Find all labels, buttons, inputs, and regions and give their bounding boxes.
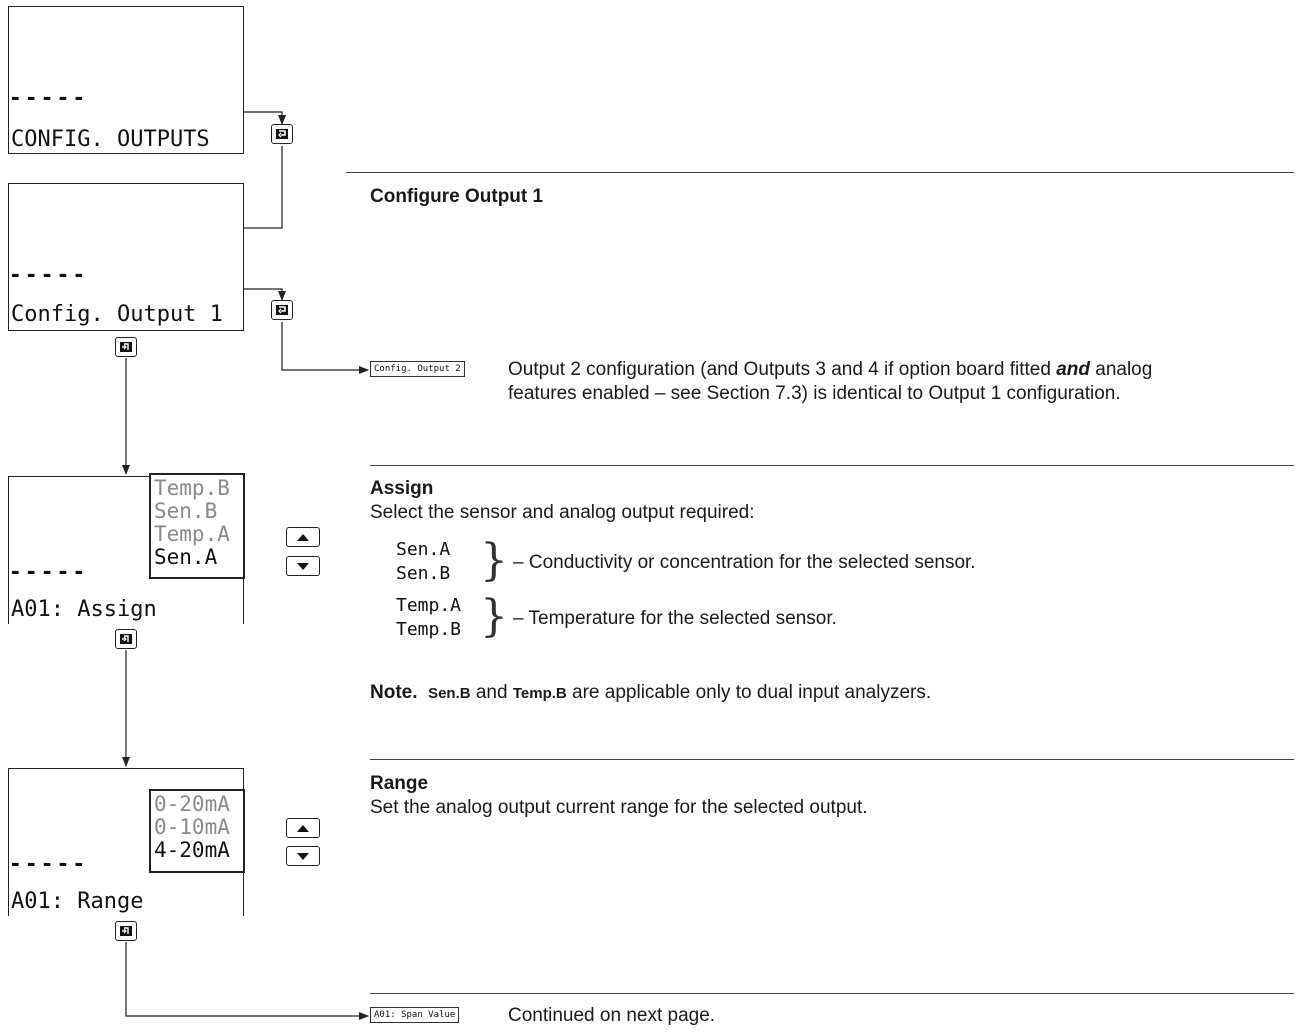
enter-key-icon[interactable] [115,921,137,941]
range-description: Set the analog output current range for … [370,797,868,818]
lcd-dashes: - - - - - [11,555,84,585]
lcd-dashes: - - - - - [11,847,84,877]
connector-2 [244,146,283,229]
span-continued-text: Continued on next page. [508,1005,716,1026]
assign-intro: Select the sensor and analog output requ… [370,502,755,523]
note-text: and [470,682,513,703]
lcd-label: A01: Assign [11,597,157,622]
output2-emphasis: and [1056,359,1090,380]
option-4-20ma[interactable]: 4-20mA [154,838,230,862]
option-term: Temp.B [396,619,462,640]
up-arrow-icon[interactable] [286,527,320,547]
option-sen-a[interactable]: Sen.A [154,545,218,569]
brace-icon: } [480,591,508,642]
divider [370,465,1294,466]
option-term: Sen.B [396,563,451,584]
option-sen-b[interactable]: Sen.B [154,499,218,523]
return-key-icon[interactable] [271,124,293,144]
return-key-icon[interactable] [271,300,293,320]
lcd-config-outputs: - - - - - CONFIG. OUTPUTS [8,6,244,154]
brace-icon: } [480,535,508,586]
output2-text-2: features enabled – see Section 7.3) is i… [508,383,1121,404]
up-arrow-icon[interactable] [286,818,320,838]
assign-group-temp: Temp.A Temp.B [396,594,461,642]
assign-note: Note. Sen.B and Temp.B are applicable on… [370,681,931,706]
lcd-label: CONFIG. OUTPUTS [11,127,210,152]
connector-3 [244,288,286,301]
section-heading-configure-output-1: Configure Output 1 [370,186,544,207]
option-temp-a[interactable]: Temp.A [154,522,230,546]
assign-option-list: Temp.B Sen.B Temp.A Sen.A [149,473,245,579]
note-label: Note. [370,682,418,703]
output2-description: Output 2 configuration (and Outputs 3 an… [508,358,1308,406]
note-term: Temp.B [512,685,567,702]
enter-key-icon[interactable] [115,337,137,357]
output2-text-1a: Output 2 configuration (and Outputs 3 an… [508,359,1057,380]
assign-group-sensor: Sen.A Sen.B [396,538,450,586]
lcd-label: Config. Output 1 [11,302,223,327]
lcd-dashes: - - - - - [11,258,84,288]
option-temp-b[interactable]: Temp.B [154,476,230,500]
enter-key-icon[interactable] [115,629,137,649]
connector-7 [125,942,369,1020]
option-0-10ma[interactable]: 0-10mA [154,815,230,839]
section-heading-assign: Assign [370,478,434,499]
lcd-label: A01: Range [11,889,144,914]
down-arrow-icon[interactable] [286,846,320,866]
down-arrow-icon[interactable] [286,556,320,576]
option-0-20ma[interactable]: 0-20mA [154,792,230,816]
span-value-tag[interactable]: A01: Span Value [370,1007,460,1023]
assign-group-sensor-desc: – Conductivity or concentration for the … [513,552,976,573]
connector-4 [281,322,369,374]
lcd-config-output-1: - - - - - Config. Output 1 [8,183,244,331]
output2-text-1b: analog [1089,359,1153,380]
option-term: Temp.A [396,595,462,616]
lcd-dashes: - - - - - [11,81,84,111]
note-term: Sen.B [428,685,471,702]
option-term: Sen.A [396,539,451,560]
config-output-2-tag[interactable]: Config. Output 2 [370,361,465,377]
note-text: are applicable only to dual input analyz… [566,682,932,703]
divider [370,993,1294,994]
connector-1 [244,111,286,125]
divider [370,759,1294,760]
section-heading-range: Range [370,773,429,794]
assign-group-temp-desc: – Temperature for the selected sensor. [513,608,837,629]
range-option-list: 0-20mA 0-10mA 4-20mA [149,789,245,873]
divider [346,172,1294,173]
